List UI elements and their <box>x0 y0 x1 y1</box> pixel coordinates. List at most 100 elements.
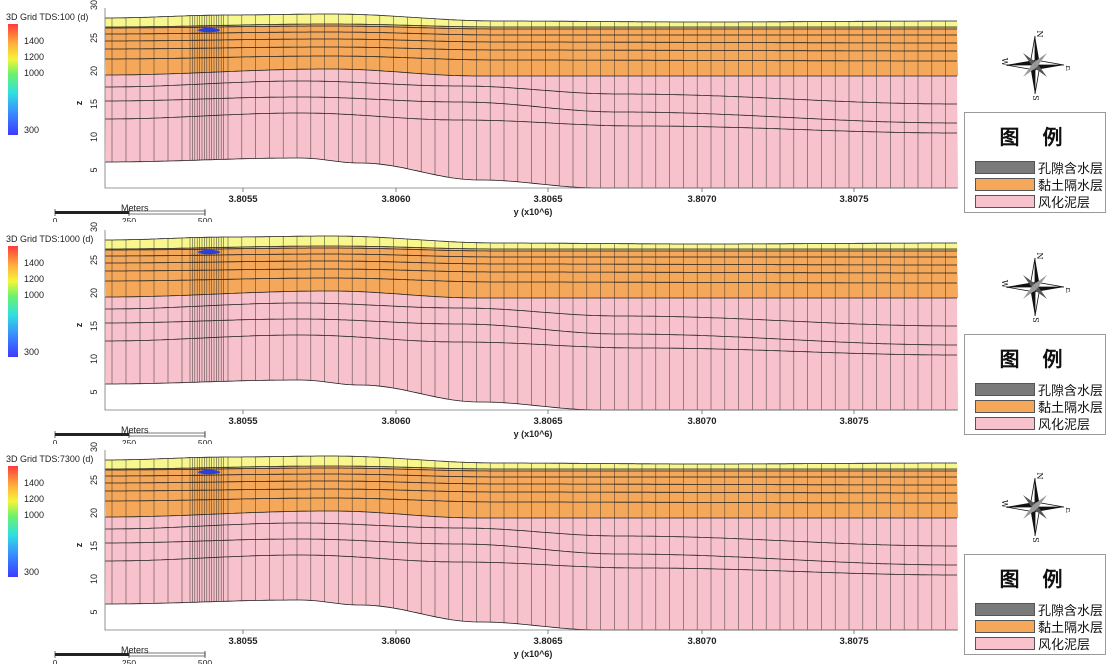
colorbar-tick-label: 300 <box>24 125 39 135</box>
colorbar-tick-label: 1200 <box>24 494 44 504</box>
scale-bar-label: Meters <box>121 203 149 213</box>
legend-item: 黏土隔水层 <box>975 176 1104 194</box>
layer-boundary-line <box>105 247 957 252</box>
scale-bar-tick-label: 500 <box>198 438 212 444</box>
axes-frame <box>104 230 958 411</box>
legend-swatch <box>975 636 1035 650</box>
legend-item-label: 风化泥层 <box>1038 637 1091 653</box>
y-tick-label: 20 <box>89 508 99 518</box>
layer-boundary-line <box>105 455 957 465</box>
legend-swatch <box>975 399 1035 413</box>
scale-bar-tick-label: 250 <box>122 438 136 444</box>
layer-boundary-line <box>105 68 957 77</box>
legend-item-label: 孔隙含水层 <box>1038 383 1104 399</box>
grid-columns <box>111 456 946 630</box>
scale-bar-tick-label: 0 <box>53 216 58 222</box>
layer-boundary-line <box>105 334 957 356</box>
y-tick-label: 20 <box>89 288 99 298</box>
legend-item: 风化泥层 <box>975 193 1091 211</box>
legend-swatch <box>975 194 1035 208</box>
layer-boundary-line <box>105 473 957 478</box>
x-axis-label: y (x10^6) <box>514 429 553 439</box>
y-tick-label: 25 <box>89 33 99 43</box>
legend-swatch <box>975 382 1035 396</box>
scale-bar-tick-label: 250 <box>122 216 136 222</box>
legend-swatch <box>975 177 1035 191</box>
x-tick-label: 3.8070 <box>687 636 716 647</box>
legend-item-label: 黏土隔水层 <box>1038 620 1104 636</box>
layer-boundary-line <box>105 538 957 566</box>
compass-direction-label: N <box>1035 253 1044 260</box>
layer-boundary-line <box>105 268 957 274</box>
colorbar-tick-label: 1000 <box>24 68 44 78</box>
legend-item-label: 黏土隔水层 <box>1038 178 1104 194</box>
y-tick-label: 15 <box>89 321 99 331</box>
y-axis-label: z <box>74 100 84 105</box>
x-tick-label: 3.8075 <box>839 416 869 427</box>
compass-direction-label: S <box>1031 317 1040 322</box>
tds-plume-marker <box>198 249 220 255</box>
layer-boundary-line <box>105 467 957 472</box>
legend-item-label: 孔隙含水层 <box>1038 603 1104 619</box>
layer-boundary-line <box>105 55 957 62</box>
chart-title: 3D Grid TDS:100 (d) <box>6 12 88 22</box>
colorbar-tick-label: 1200 <box>24 274 44 284</box>
y-tick-label: 25 <box>89 255 99 265</box>
legend-title: 图 例 <box>999 347 1071 371</box>
layer-boundary-line <box>105 488 957 494</box>
cross-section-chart: 3D Grid TDS:1000 (d)14001200100030051015… <box>6 222 958 444</box>
compass-direction-label: E <box>1064 287 1070 293</box>
compass-direction-label: N <box>1035 473 1044 480</box>
colorbar-tick-label: 300 <box>24 347 39 357</box>
colorbar <box>8 24 18 135</box>
colorbar-tick-label: 1400 <box>24 36 44 46</box>
scale-bar-tick-label: 0 <box>53 658 58 664</box>
legend-item: 黏土隔水层 <box>975 618 1104 636</box>
legend-title: 图 例 <box>999 125 1071 149</box>
layer-boundary-line <box>105 465 957 470</box>
layer-boundary-line <box>105 290 957 299</box>
compass-direction-label: W <box>1000 500 1009 509</box>
legend-item: 风化泥层 <box>975 415 1090 433</box>
layer-boundary-line <box>105 480 957 486</box>
colorbar-tick-label: 1000 <box>24 510 44 520</box>
legend-swatch <box>975 602 1035 616</box>
layer-boundary-line <box>105 277 957 284</box>
legend-item-label: 风化泥层 <box>1038 195 1091 211</box>
y-tick-label: 25 <box>89 475 99 485</box>
layer-boundary-line <box>105 302 957 327</box>
y-axis-label: z <box>74 322 84 327</box>
transition-band <box>105 466 958 471</box>
x-tick-label: 3.8075 <box>839 194 869 205</box>
x-tick-label: 3.8060 <box>381 636 410 647</box>
grid-layer-lines <box>105 13 957 189</box>
y-tick-label: 30 <box>89 442 99 452</box>
grid-columns <box>111 236 946 410</box>
y-tick-label: 20 <box>89 66 99 76</box>
chart-title: 3D Grid TDS:7300 (d) <box>6 454 93 464</box>
y-axis-label: z <box>74 542 84 547</box>
x-tick-label: 3.8070 <box>687 194 716 205</box>
layer-boundary-line <box>105 112 957 134</box>
cross-section-chart: 3D Grid TDS:100 (d)140012001000300510152… <box>6 0 958 222</box>
legend-box: 图 例孔隙含水层黏土隔水层风化泥层 <box>964 112 1106 213</box>
layer-boundary-line <box>105 260 957 266</box>
layer-boundary-line <box>105 23 957 28</box>
chart-title: 3D Grid TDS:1000 (d) <box>6 234 93 244</box>
x-tick-label: 3.8060 <box>381 416 410 427</box>
layer-boundary-line <box>105 46 957 52</box>
layer-boundary-line <box>105 25 957 30</box>
x-axis-label: y (x10^6) <box>514 207 553 217</box>
x-tick-label: 3.8065 <box>533 194 563 205</box>
y-tick-label: 30 <box>89 222 99 232</box>
compass-direction-label: W <box>1000 280 1009 289</box>
layer-boundary-line <box>105 38 957 44</box>
legend-item: 孔隙含水层 <box>975 381 1104 399</box>
layer-boundary-line <box>105 554 957 576</box>
transition-band <box>105 246 958 251</box>
legend-title: 图 例 <box>999 567 1071 591</box>
colorbar <box>8 466 18 577</box>
